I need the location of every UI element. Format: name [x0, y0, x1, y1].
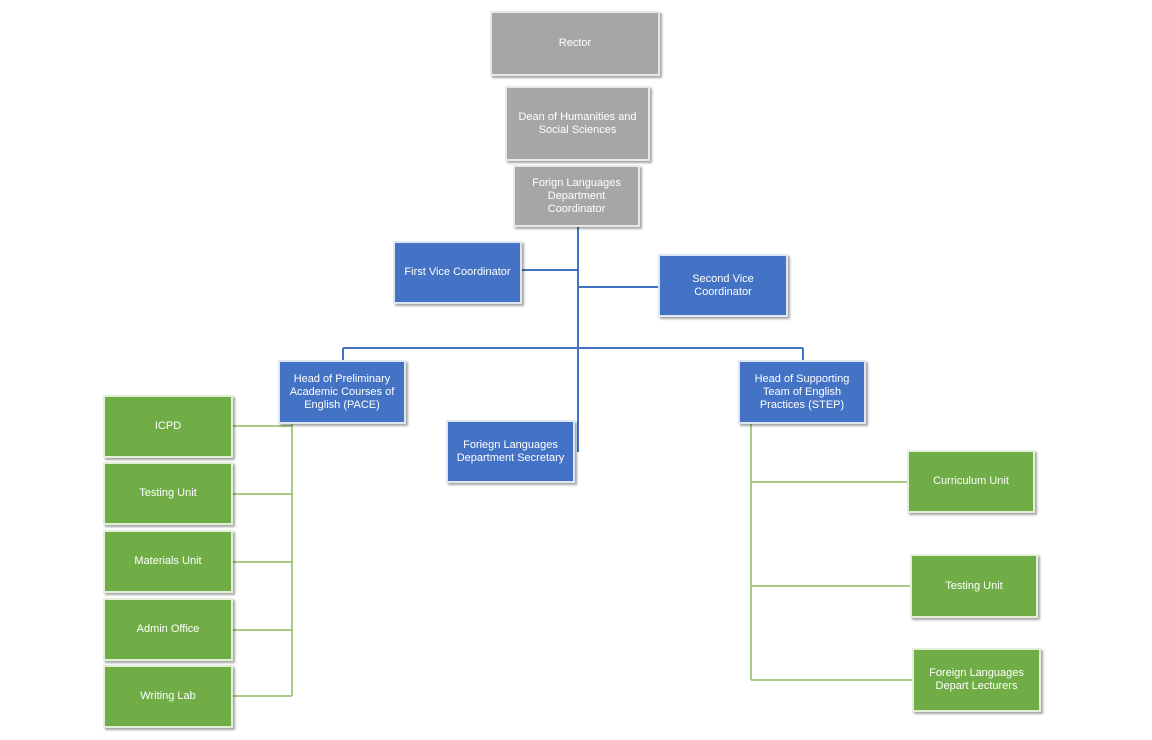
node-icpd: ICPD	[103, 395, 233, 458]
node-curriculum-unit-label: Curriculum Unit	[933, 475, 1009, 487]
node-first-vice: First Vice Coordinator	[393, 241, 522, 304]
node-testing-unit-step: Testing Unit	[910, 554, 1038, 618]
node-coordinator-label: Forign Languages Department Coordinator	[532, 176, 621, 215]
node-testing-unit-pace-label: Testing Unit	[139, 487, 197, 499]
node-materials-unit-label: Materials Unit	[134, 555, 202, 567]
node-first-vice-label: First Vice Coordinator	[404, 266, 511, 278]
node-head-pace-label: Head of Preliminary Academic Courses of …	[289, 372, 395, 411]
node-secretary: Foriegn Languages Department Secretary	[446, 420, 575, 483]
node-second-vice-label: Second Vice Coordinator	[692, 272, 754, 298]
node-testing-unit-step-label: Testing Unit	[945, 579, 1003, 592]
node-writing-lab-label: Writing Lab	[140, 690, 196, 702]
node-rector-label: Rector	[558, 37, 592, 49]
node-secretary-label: Foriegn Languages Department Secretary	[456, 438, 565, 464]
node-admin-office-label: Admin Office	[136, 623, 200, 635]
node-coordinator: Forign Languages Department Coordinator	[513, 165, 640, 227]
node-writing-lab: Writing Lab	[103, 665, 233, 728]
node-testing-unit-pace: Testing Unit	[103, 462, 233, 525]
node-second-vice: Second Vice Coordinator	[658, 254, 788, 317]
node-rector: Rector	[490, 11, 660, 76]
node-lecturers: Foreign Languages Depart Lecturers	[912, 648, 1041, 712]
node-lecturers-label: Foreign Languages Depart Lecturers	[929, 667, 1024, 692]
node-materials-unit: Materials Unit	[103, 530, 233, 593]
node-dean: Dean of Humanities and Social Sciences	[505, 86, 650, 161]
node-head-step-label: Head of Supporting Team of English Pract…	[754, 372, 850, 411]
node-dean-label: Dean of Humanities and Social Sciences	[518, 110, 637, 136]
node-head-pace: Head of Preliminary Academic Courses of …	[278, 360, 406, 424]
node-curriculum-unit: Curriculum Unit	[907, 450, 1035, 513]
node-head-step: Head of Supporting Team of English Pract…	[738, 360, 866, 424]
node-admin-office: Admin Office	[103, 598, 233, 661]
node-icpd-label: ICPD	[154, 420, 182, 432]
